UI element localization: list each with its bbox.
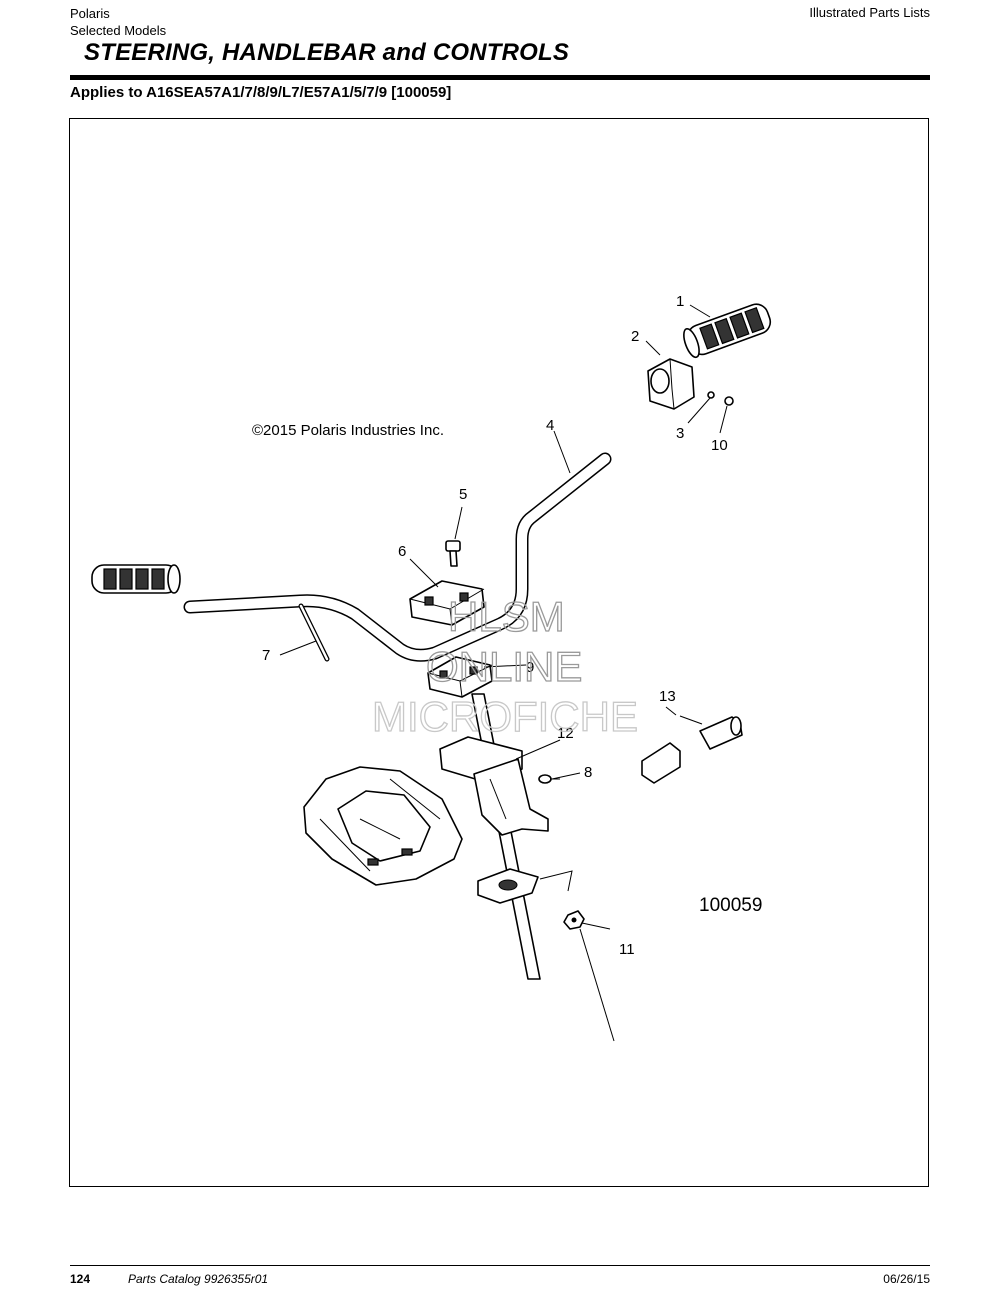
left-grip bbox=[91, 564, 181, 594]
leader-lines bbox=[279, 304, 728, 1042]
parts-diagram-frame: 1 2 3 4 5 6 7 8 9 10 11 12 13 ©2015 Pola… bbox=[69, 118, 929, 1187]
watermark-line-2: ONLINE bbox=[426, 643, 582, 690]
section-label: Illustrated Parts Lists bbox=[809, 5, 930, 20]
bolt bbox=[445, 540, 461, 567]
mount-plate bbox=[477, 868, 539, 904]
handlebar bbox=[183, 452, 612, 662]
screw-8 bbox=[538, 774, 560, 784]
callout-7: 7 bbox=[262, 647, 270, 664]
footer-date: 06/26/15 bbox=[883, 1272, 930, 1286]
applies-to: Applies to A16SEA57A1/7/8/9/L7/E57A1/5/7… bbox=[70, 84, 452, 101]
watermark-line-1: HLSM bbox=[448, 593, 565, 640]
figure-number: 100059 bbox=[699, 895, 762, 916]
callout-8: 8 bbox=[584, 764, 592, 781]
callout-4: 4 bbox=[546, 417, 554, 434]
rod bbox=[298, 603, 330, 662]
page-title: STEERING, HANDLEBAR and CONTROLS bbox=[84, 39, 570, 66]
callout-9: 9 bbox=[526, 659, 534, 676]
models-label: Selected Models bbox=[70, 23, 167, 38]
parts-diagram: 1 2 3 4 5 6 7 8 9 10 11 12 13 ©2015 Pola… bbox=[91, 293, 772, 1042]
nut bbox=[563, 910, 585, 930]
callout-12: 12 bbox=[557, 725, 574, 742]
screw-10 bbox=[724, 396, 734, 406]
callout-10: 10 bbox=[711, 437, 728, 454]
watermark: HLSM ONLINE MICROFICHE bbox=[371, 592, 638, 740]
callout-5: 5 bbox=[459, 486, 467, 503]
screw-3 bbox=[707, 391, 715, 399]
copyright-notice: ©2015 Polaris Industries Inc. bbox=[252, 422, 444, 439]
callout-6: 6 bbox=[398, 543, 406, 560]
upper-clamp bbox=[409, 580, 485, 626]
catalog-number: Parts Catalog 9926355r01 bbox=[128, 1272, 269, 1286]
title-divider bbox=[70, 75, 930, 80]
header-left: Polaris Selected Models bbox=[70, 5, 166, 39]
bracket bbox=[439, 736, 549, 836]
right-grip bbox=[683, 303, 772, 359]
throttle-housing bbox=[647, 358, 695, 410]
callout-2: 2 bbox=[631, 328, 639, 345]
dash-pod bbox=[303, 766, 463, 886]
watermark-line-3: MICROFICHE bbox=[372, 693, 638, 740]
page-number: 124 bbox=[70, 1272, 91, 1286]
brand-name: Polaris bbox=[70, 6, 110, 21]
callouts: 1 2 3 4 5 6 7 8 9 10 11 12 13 bbox=[262, 293, 728, 958]
callout-3: 3 bbox=[676, 425, 684, 442]
callout-11: 11 bbox=[619, 941, 635, 958]
callout-13: 13 bbox=[659, 688, 676, 705]
lower-clamp bbox=[427, 656, 493, 698]
switch-assembly bbox=[641, 716, 743, 784]
footer-divider bbox=[70, 1265, 930, 1266]
callout-1: 1 bbox=[676, 293, 684, 310]
